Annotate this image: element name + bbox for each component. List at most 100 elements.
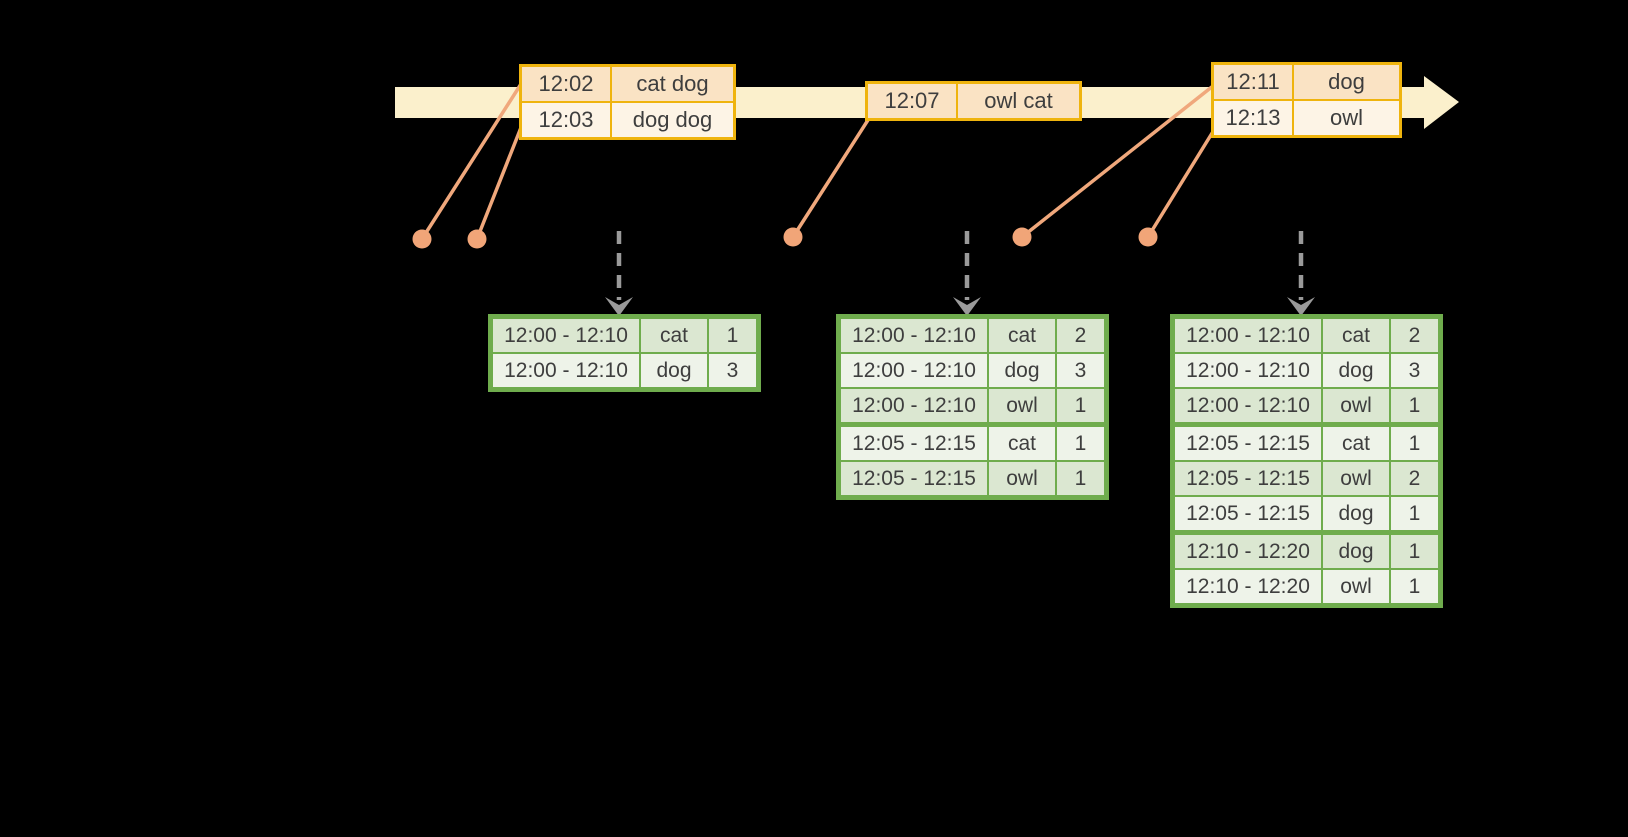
count-cell: 3 (1391, 354, 1438, 387)
word-cell: owl (1323, 570, 1389, 603)
trigger-arrow-icon (1287, 231, 1315, 316)
window-cell: 12:00 - 12:10 (1175, 389, 1321, 422)
count-cell: 2 (1391, 319, 1438, 352)
window-cell: 12:10 - 12:20 (1175, 532, 1321, 568)
word-cell: cat (1323, 424, 1389, 460)
count-cell: 1 (1391, 570, 1438, 603)
word-cell: cat (1323, 319, 1389, 352)
connector-line (1146, 128, 1216, 239)
word-cell: owl (989, 389, 1055, 422)
count-cell: 1 (1391, 424, 1438, 460)
count-cell: 1 (1057, 389, 1104, 422)
word-cell: owl (1323, 462, 1389, 495)
connector-line (420, 82, 523, 241)
event-time-cell: 12:11 (1214, 65, 1292, 99)
count-cell: 1 (1391, 389, 1438, 422)
count-cell: 3 (1057, 354, 1104, 387)
window-cell: 12:05 - 12:15 (1175, 424, 1321, 460)
window-cell: 12:05 - 12:15 (1175, 497, 1321, 530)
window-cell: 12:00 - 12:10 (1175, 354, 1321, 387)
word-cell: dog (641, 354, 707, 387)
window-cell: 12:00 - 12:10 (1175, 319, 1321, 352)
event-words-cell: cat dog (612, 67, 733, 101)
connector-line (791, 118, 870, 239)
event-time-cell: 12:03 (522, 103, 610, 137)
count-cell: 1 (709, 319, 756, 352)
word-cell: dog (1323, 354, 1389, 387)
word-cell: owl (989, 462, 1055, 495)
event-words-cell: dog dog (612, 103, 733, 137)
count-cell: 1 (1057, 424, 1104, 460)
event-words-cell: dog (1294, 65, 1399, 99)
window-cell: 12:00 - 12:10 (841, 319, 987, 352)
word-cell: cat (641, 319, 707, 352)
event-words-cell: owl (1294, 101, 1399, 135)
count-cell: 1 (1057, 462, 1104, 495)
word-cell: cat (989, 424, 1055, 460)
connector-line (475, 123, 524, 241)
connector-line (1020, 84, 1215, 239)
timeline-arrowhead-icon (1424, 76, 1459, 129)
word-cell: dog (1323, 497, 1389, 530)
window-cell: 12:00 - 12:10 (493, 354, 639, 387)
count-cell: 2 (1057, 319, 1104, 352)
event-dot-icon (412, 229, 432, 249)
count-cell: 3 (709, 354, 756, 387)
window-cell: 12:00 - 12:10 (841, 389, 987, 422)
count-cell: 2 (1391, 462, 1438, 495)
window-cell: 12:05 - 12:15 (841, 424, 987, 460)
window-cell: 12:10 - 12:20 (1175, 570, 1321, 603)
word-cell: owl (1323, 389, 1389, 422)
event-dot-icon (1012, 227, 1032, 247)
word-cell: cat (989, 319, 1055, 352)
window-cell: 12:00 - 12:10 (841, 354, 987, 387)
event-connector-lines (420, 82, 1216, 241)
event-time-cell: 12:02 (522, 67, 610, 101)
event-words-cell: owl cat (958, 84, 1079, 118)
word-cell: dog (1323, 532, 1389, 568)
count-cell: 1 (1391, 497, 1438, 530)
trigger-arrow-icon (953, 231, 981, 316)
trigger-arrows (605, 231, 1315, 316)
event-dots (412, 227, 1158, 249)
event-dot-icon (467, 229, 487, 249)
window-cell: 12:05 - 12:15 (1175, 462, 1321, 495)
event-dot-icon (783, 227, 803, 247)
window-cell: 12:05 - 12:15 (841, 462, 987, 495)
event-dot-icon (1138, 227, 1158, 247)
word-cell: dog (989, 354, 1055, 387)
trigger-arrow-icon (605, 231, 633, 316)
count-cell: 1 (1391, 532, 1438, 568)
